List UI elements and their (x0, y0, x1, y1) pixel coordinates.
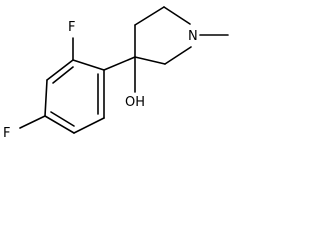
bond-c4-f (19, 115, 46, 129)
bond-n-c6 (164, 46, 192, 65)
double-bond-c4-c5 (50, 111, 75, 127)
bond-c3-c2 (134, 6, 165, 26)
chemical-structure-diagram: F F N OH (3, 6, 229, 141)
hydroxyl-label: OH (125, 95, 145, 110)
piperidine-ring (134, 6, 192, 65)
bond-c2-n (163, 6, 191, 25)
bond-c4-c5 (44, 115, 75, 134)
fluorine-label-para: F (3, 126, 10, 141)
double-bond-c2-c3 (52, 66, 74, 84)
bond-c1-c2 (72, 59, 105, 71)
nitrogen-label: N (188, 29, 198, 44)
bond-c3-c4 (44, 79, 48, 117)
fluorine-label-ortho: F (68, 20, 75, 35)
benzene-ring (44, 59, 105, 134)
bond-c6-c5 (134, 56, 166, 65)
bond-c5-c6 (73, 117, 105, 134)
bond-c2-c3 (46, 59, 74, 81)
bond-aryl-c4 (103, 56, 136, 71)
